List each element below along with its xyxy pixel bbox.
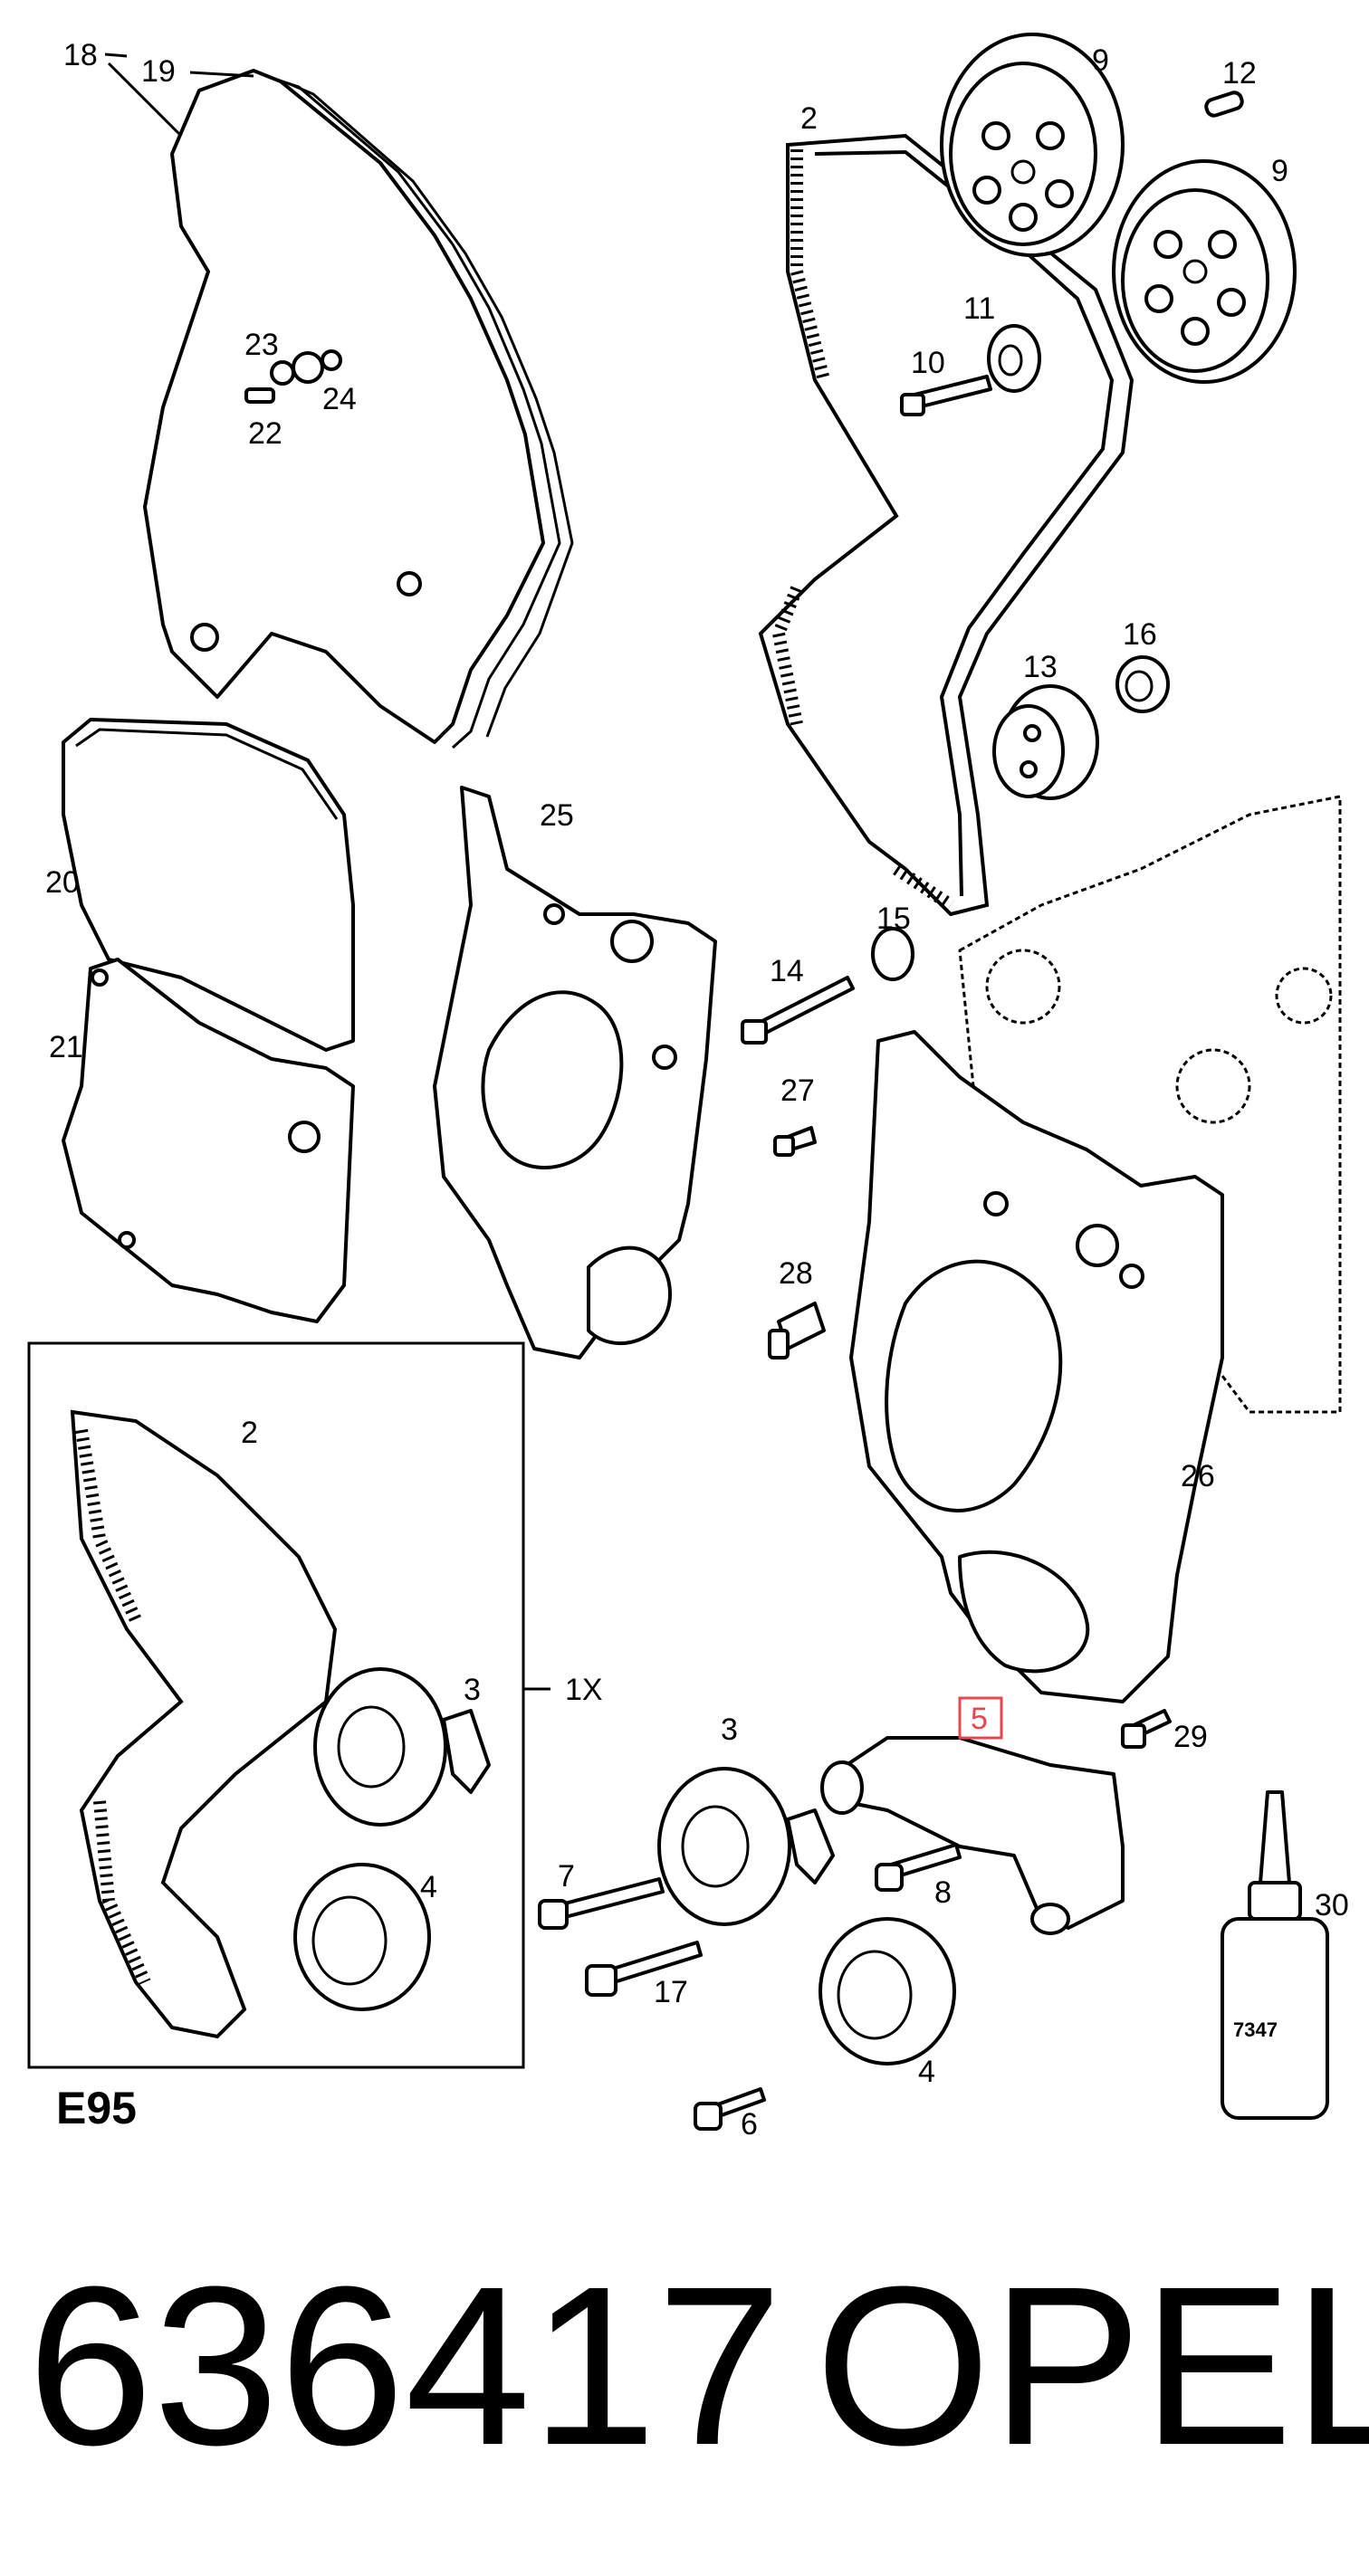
- callout-17: 17: [654, 1975, 688, 2009]
- callout-28: 28: [779, 1256, 813, 1291]
- callout-21: 21: [49, 1030, 83, 1064]
- callout-14: 14: [770, 954, 804, 988]
- kit-box: [27, 1341, 525, 2069]
- idler-pulley-11: [987, 324, 1041, 393]
- bolt-7: [538, 1877, 665, 1930]
- bolt-29: [1121, 1709, 1172, 1749]
- callout-27: 27: [780, 1073, 815, 1108]
- bolt-washer-set: [244, 349, 342, 404]
- callout-10: 10: [911, 346, 945, 380]
- ring-16: [1115, 655, 1170, 713]
- callout-16: 16: [1123, 617, 1157, 652]
- sensor-28: [768, 1302, 826, 1360]
- callout-5-highlighted: 5: [958, 1696, 1003, 1740]
- crankshaft-sprocket-13: [992, 684, 1099, 800]
- camshaft-gear-1: [940, 33, 1125, 257]
- upper-timing-cover: [143, 69, 574, 749]
- callout-13: 13: [1023, 650, 1058, 684]
- callout-3-kit: 3: [464, 1673, 481, 1707]
- callout-23: 23: [244, 328, 279, 362]
- camshaft-gear-2: [1112, 159, 1297, 384]
- kit-tensioner-3: [313, 1667, 491, 1827]
- roller-15: [871, 927, 914, 981]
- callout-20: 20: [45, 865, 80, 900]
- idler-4: [819, 1917, 956, 2066]
- callout-2: 2: [800, 101, 818, 136]
- callout-9-right: 9: [1271, 154, 1288, 188]
- callout-3: 3: [721, 1713, 738, 1747]
- callout-8: 8: [934, 1875, 952, 1910]
- callout-12: 12: [1222, 56, 1257, 91]
- callout-26: 26: [1181, 1459, 1215, 1493]
- callout-1x: 1X: [565, 1673, 603, 1707]
- section-label-e95: E95: [56, 2083, 137, 2133]
- callout-24: 24: [322, 382, 357, 416]
- callout-18: 18: [63, 38, 98, 72]
- callout-2-kit: 2: [241, 1416, 258, 1450]
- callout-22: 22: [248, 416, 282, 451]
- bolt-14: [741, 976, 855, 1045]
- callout-4: 4: [918, 2055, 935, 2089]
- tensioner-3: [657, 1767, 835, 1926]
- callout-15: 15: [876, 902, 911, 936]
- kit-belt-2: [70, 1409, 338, 2039]
- sealant-bottle-30: 7347: [1221, 1790, 1329, 2120]
- callout-9-top: 9: [1092, 43, 1109, 78]
- rear-cover-26: [849, 1030, 1224, 1703]
- callout-5: 5: [971, 1702, 988, 1736]
- kit-idler-4: [293, 1863, 431, 2011]
- bolt-6: [694, 2087, 766, 2131]
- callout-7: 7: [558, 1859, 575, 1894]
- bolt-10: [900, 375, 992, 416]
- callout-4-kit: 4: [420, 1870, 437, 1904]
- timing-belt-main: [758, 133, 1134, 917]
- callout-30: 30: [1315, 1888, 1349, 1922]
- lower-cover-20: [62, 718, 355, 1052]
- bolt-8: [875, 1843, 962, 1892]
- callout-25: 25: [540, 798, 574, 833]
- callout-11: 11: [963, 291, 995, 326]
- part-number: 636417: [27, 2239, 782, 2492]
- callout-29: 29: [1173, 1720, 1208, 1754]
- callout-19: 19: [141, 54, 176, 89]
- tensioner-bracket-5: [820, 1736, 1125, 1935]
- dowel-pin-12: [1204, 91, 1244, 118]
- callout-6: 6: [741, 2107, 758, 2142]
- bolt-27: [773, 1126, 817, 1157]
- bolt-17: [585, 1941, 703, 1997]
- brand-name: OPEL: [815, 2239, 1369, 2492]
- lower-cover-21: [62, 958, 355, 1323]
- backplate-25: [433, 786, 717, 1360]
- bottle-label: 7347: [1233, 2018, 1278, 2041]
